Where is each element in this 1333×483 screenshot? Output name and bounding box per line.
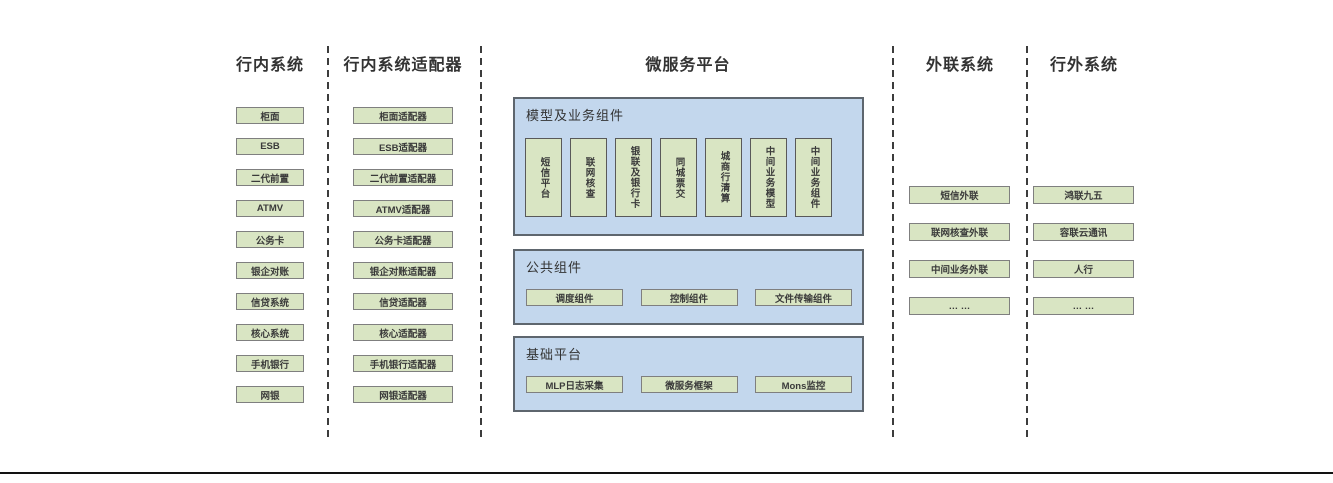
column-separator — [327, 46, 329, 442]
base-component-box: MLP日志采集 — [526, 376, 623, 393]
group-title: 基础平台 — [526, 347, 583, 362]
column-separator — [1026, 46, 1028, 442]
column-separator — [480, 46, 482, 442]
system-box: 柜面 — [236, 107, 304, 124]
outreach-systems-column: 短信外联 联网核查外联 中间业务外联 … … — [909, 186, 1010, 334]
adapter-box: 网银适配器 — [353, 386, 453, 403]
adapter-box: 核心适配器 — [353, 324, 453, 341]
group-title: 公共组件 — [526, 260, 583, 275]
system-box: 二代前置 — [236, 169, 304, 186]
model-component-box: 同城票交 — [660, 138, 697, 217]
model-component-box: 中间业务模型 — [750, 138, 787, 217]
adapter-box: 公务卡适配器 — [353, 231, 453, 248]
base-component-box: 微服务框架 — [640, 376, 738, 393]
internal-systems-column: 柜面 ESB 二代前置 ATMV 公务卡 银企对账 信贷系统 核心系统 手机银行… — [236, 107, 304, 417]
outreach-box: 中间业务外联 — [909, 260, 1010, 278]
adapter-box: ATMV适配器 — [353, 200, 453, 217]
external-box: 容联云通讯 — [1033, 223, 1134, 241]
common-component-box: 调度组件 — [526, 289, 623, 306]
base-component-box: Mons监控 — [755, 376, 852, 393]
system-box: 信贷系统 — [236, 293, 304, 310]
column-separator — [892, 46, 894, 442]
external-box: … … — [1033, 297, 1134, 315]
model-component-box: 城商行清算 — [705, 138, 742, 217]
model-component-box: 短信平台 — [525, 138, 562, 217]
system-box: ESB — [236, 138, 304, 155]
model-component-box: 银联及银行卡 — [615, 138, 652, 217]
adapter-box: 信贷适配器 — [353, 293, 453, 310]
outreach-box: … … — [909, 297, 1010, 315]
page-divider-line — [0, 472, 1333, 474]
adapter-box: 银企对账适配器 — [353, 262, 453, 279]
model-component-box: 联网核查 — [570, 138, 607, 217]
outreach-box: 联网核查外联 — [909, 223, 1010, 241]
model-components-row: 短信平台 联网核查 银联及银行卡 同城票交 城商行清算 中间业务模型 中间业务组… — [525, 138, 832, 217]
base-platform-row: MLP日志采集 微服务框架 Mons监控 — [526, 376, 852, 393]
common-component-box: 控制组件 — [640, 289, 738, 306]
system-box: 网银 — [236, 386, 304, 403]
column-header-outreach-systems: 外联系统 — [925, 57, 994, 74]
group-title: 模型及业务组件 — [526, 108, 625, 123]
system-box: 银企对账 — [236, 262, 304, 279]
column-header-internal-adapters: 行内系统适配器 — [343, 57, 463, 74]
common-components-row: 调度组件 控制组件 文件传输组件 — [526, 289, 852, 306]
system-box: 核心系统 — [236, 324, 304, 341]
external-systems-column: 鸿联九五 容联云通讯 人行 … … — [1033, 186, 1134, 334]
adapter-box: ESB适配器 — [353, 138, 453, 155]
column-header-external-systems: 行外系统 — [1049, 57, 1118, 74]
column-header-microservice-platform: 微服务平台 — [645, 57, 731, 74]
system-box: 公务卡 — [236, 231, 304, 248]
external-box: 鸿联九五 — [1033, 186, 1134, 204]
adapter-box: 柜面适配器 — [353, 107, 453, 124]
external-box: 人行 — [1033, 260, 1134, 278]
base-platform-group: 基础平台 MLP日志采集 微服务框架 Mons监控 — [513, 336, 864, 412]
system-box: 手机银行 — [236, 355, 304, 372]
model-component-box: 中间业务组件 — [795, 138, 832, 217]
column-header-internal-systems: 行内系统 — [235, 57, 304, 74]
adapter-box: 二代前置适配器 — [353, 169, 453, 186]
outreach-box: 短信外联 — [909, 186, 1010, 204]
system-box: ATMV — [236, 200, 304, 217]
adapter-box: 手机银行适配器 — [353, 355, 453, 372]
common-components-group: 公共组件 调度组件 控制组件 文件传输组件 — [513, 249, 864, 325]
internal-adapters-column: 柜面适配器 ESB适配器 二代前置适配器 ATMV适配器 公务卡适配器 银企对账… — [353, 107, 453, 417]
model-business-components-group: 模型及业务组件 短信平台 联网核查 银联及银行卡 同城票交 城商行清算 中间业务… — [513, 97, 864, 236]
common-component-box: 文件传输组件 — [755, 289, 852, 306]
